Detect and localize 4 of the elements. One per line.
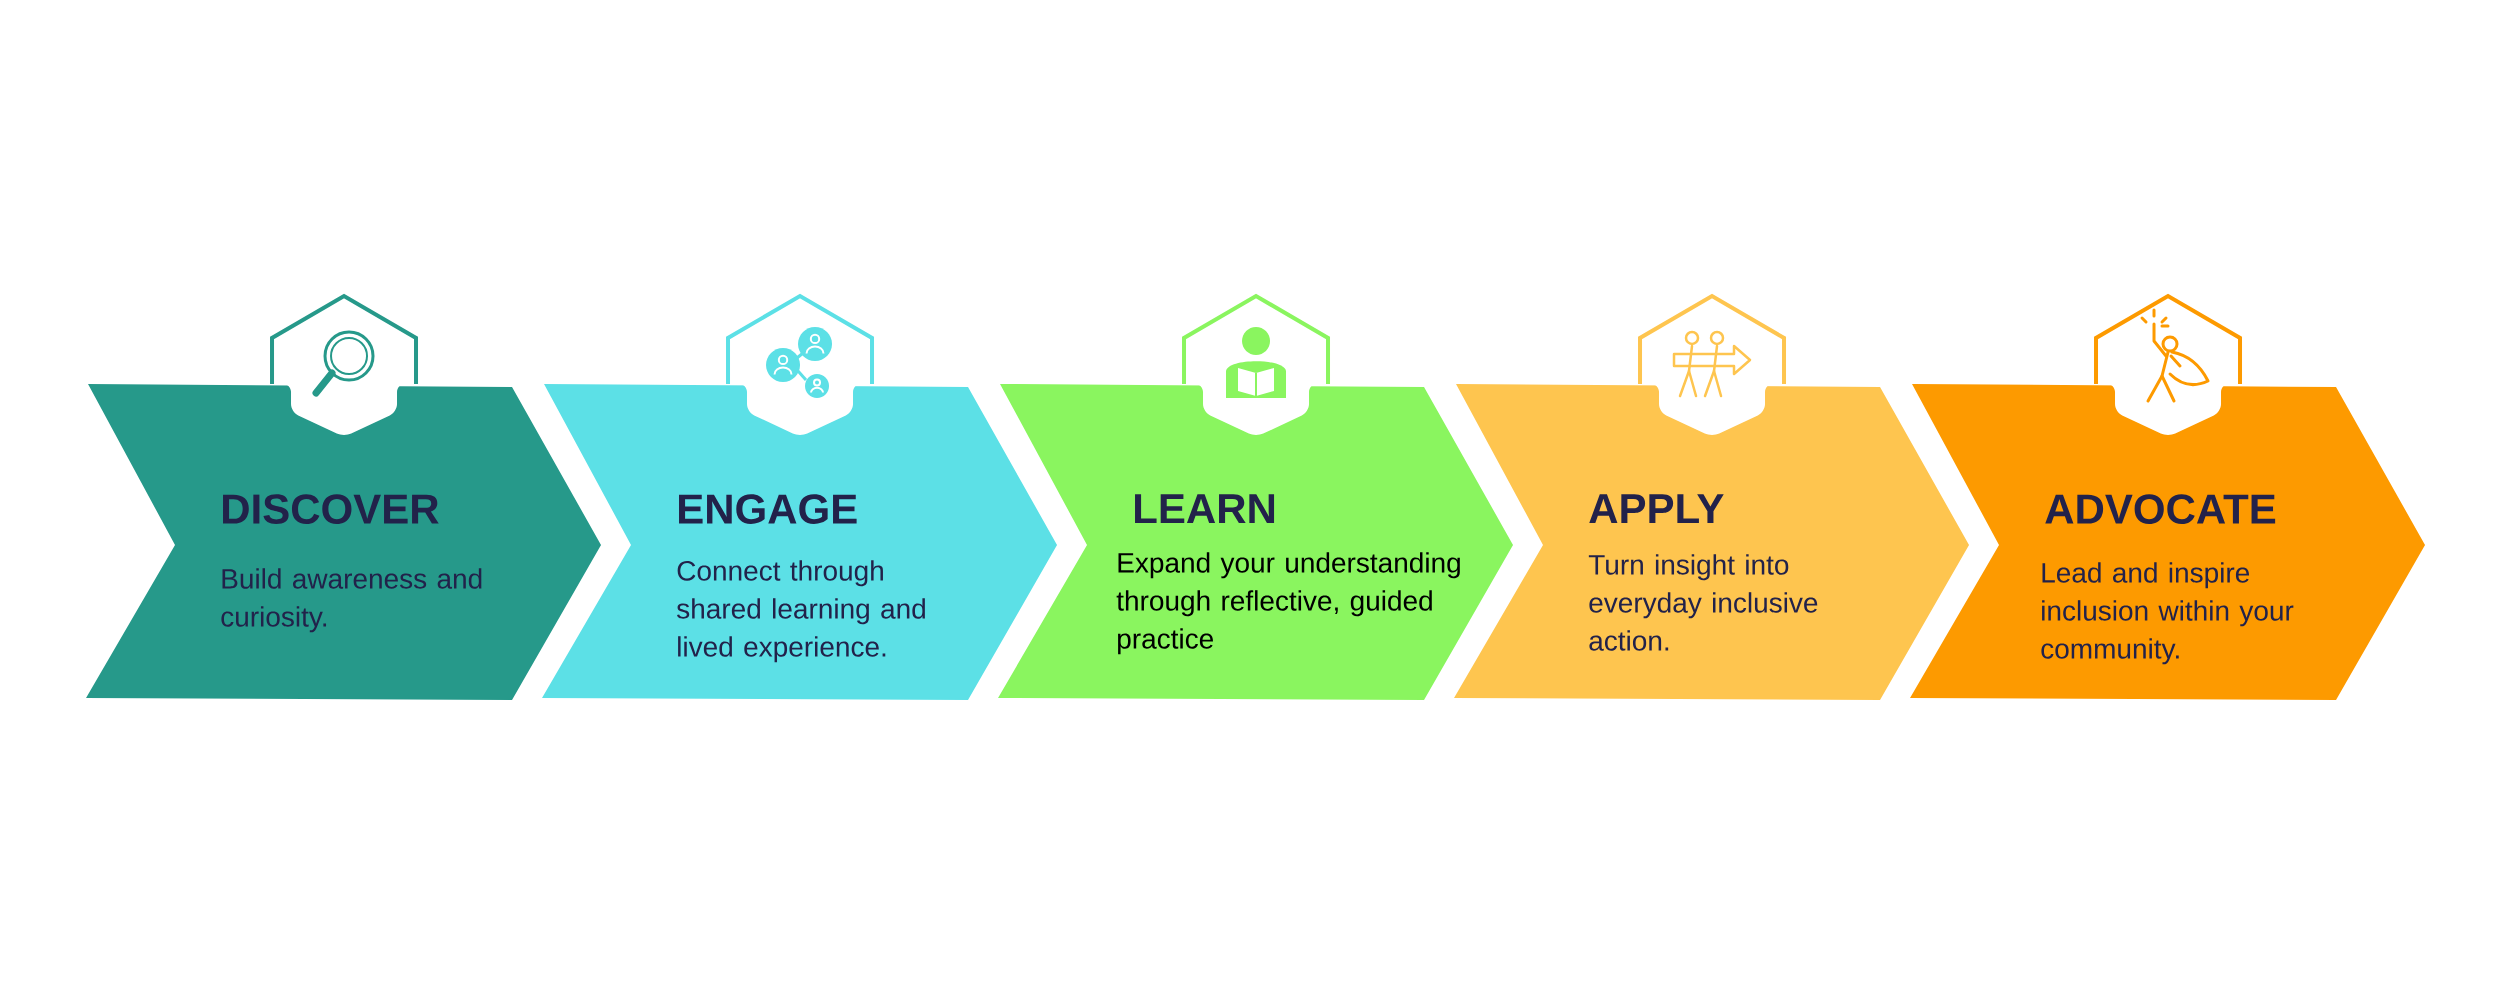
chevron-box: ENGAGE Connect through shared learning and lived experience. (542, 384, 1057, 700)
chevron-box: ADVOCATE Lead and inspire inclusion within your community. (1910, 384, 2425, 700)
chevron-box: LEARN Expand your understanding through reflective, guided practice (998, 384, 1513, 700)
chevron-box: DISCOVER Build awareness and curiosity. (86, 384, 601, 700)
